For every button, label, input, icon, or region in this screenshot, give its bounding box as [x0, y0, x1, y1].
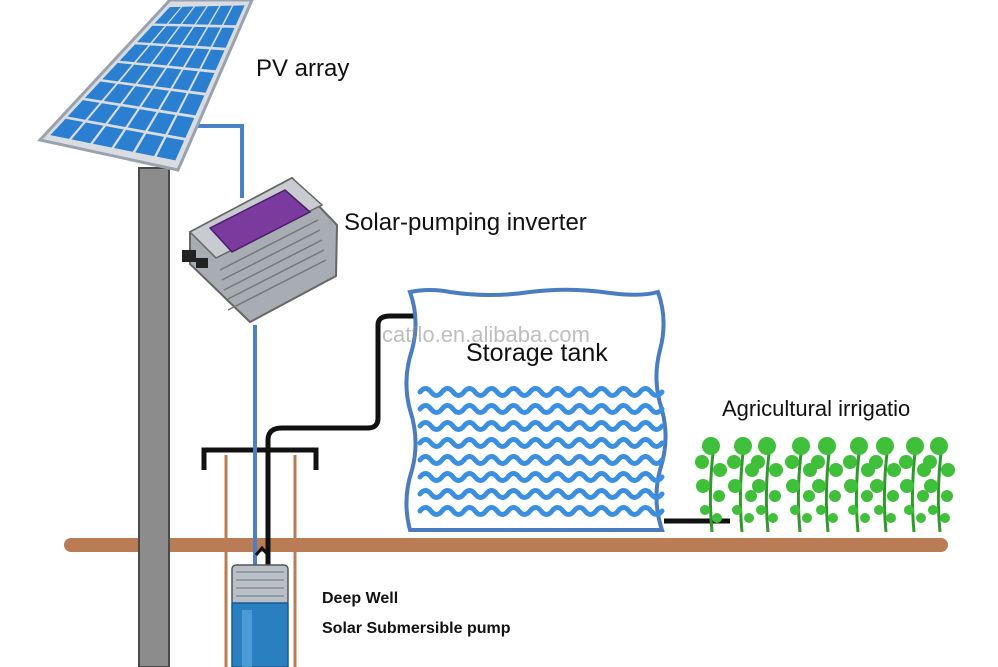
pump-label-line1: Deep Well — [322, 590, 399, 607]
watermark: catflo.en.alibaba.com — [382, 322, 590, 347]
water-wave — [417, 505, 665, 517]
panel-cell — [127, 109, 157, 131]
panel-cell — [103, 83, 134, 104]
crop-plant — [869, 437, 901, 533]
water-wave — [417, 403, 665, 415]
panel-cell — [147, 112, 176, 135]
panel-cell — [102, 62, 133, 82]
panel-cell — [137, 66, 166, 86]
pump-label-line2: Solar Submersible pump — [322, 620, 511, 637]
well-cap — [201, 447, 319, 470]
panel-cell — [209, 5, 232, 25]
panel-cell — [141, 88, 169, 110]
panel-cell — [155, 68, 182, 89]
panel-cell — [156, 137, 185, 161]
storage-tank — [404, 287, 668, 532]
water-wave — [417, 454, 665, 466]
storage-tank-label: Storage tank — [466, 339, 608, 367]
panel-cell — [152, 46, 179, 66]
solar-panel — [37, 0, 254, 172]
water-wave — [417, 386, 665, 398]
well-casing — [224, 455, 297, 667]
pv-array-label: PV array — [256, 55, 350, 82]
crop-plant — [899, 437, 931, 533]
panel-cell — [172, 69, 198, 91]
panel-cell — [114, 129, 144, 152]
panel-cell — [119, 44, 149, 63]
water-wave — [417, 488, 665, 500]
crop-plant — [727, 437, 759, 533]
panel-cell — [71, 122, 104, 144]
panel-cell — [92, 126, 124, 148]
panel-cell — [107, 106, 138, 127]
panel-cell — [50, 118, 84, 139]
ground-line — [64, 538, 948, 552]
mounting-pole — [138, 167, 170, 667]
inverter-label: Solar-pumping inverter — [344, 209, 587, 236]
panel-cell — [122, 86, 152, 107]
panel-cell — [85, 81, 116, 101]
panel-cell — [160, 91, 187, 113]
panel-cell — [87, 103, 119, 124]
panel-cells — [50, 5, 245, 161]
panel-cell — [184, 48, 210, 69]
panel-cell — [167, 26, 193, 45]
panel-cell — [201, 49, 225, 71]
water-wave — [417, 471, 665, 483]
panel-cell — [168, 47, 195, 68]
panel-cell — [154, 6, 181, 24]
inverter-unit — [182, 176, 339, 324]
panel-cell — [137, 25, 165, 43]
inverter-display-panel — [208, 189, 312, 253]
delivery-pipe — [265, 313, 424, 565]
water-wave — [417, 420, 665, 432]
panel-cell — [182, 6, 207, 25]
crop-plant — [923, 437, 955, 533]
crop-plant — [695, 437, 727, 533]
panel-cell — [135, 133, 165, 157]
panel-cell — [67, 100, 100, 120]
crop-plant — [843, 437, 875, 533]
panel-cell — [152, 26, 179, 44]
panel-cell — [167, 115, 195, 138]
panel-cell — [195, 5, 220, 25]
panel-cell — [223, 5, 245, 26]
panel-cell — [190, 71, 215, 93]
panel-cell — [168, 6, 194, 25]
submersible-pump — [231, 545, 289, 667]
crop-plant — [751, 437, 783, 533]
crop-plant — [785, 437, 817, 533]
panel-cell — [182, 26, 207, 46]
panel-cell — [178, 93, 205, 116]
irrigation-label: Agricultural irrigatio — [722, 396, 911, 421]
water-waves — [417, 386, 665, 517]
panel-cell — [212, 27, 235, 48]
water-wave — [417, 437, 665, 449]
panel-cell — [136, 45, 164, 64]
panel-cell — [119, 64, 149, 84]
crop-plant — [811, 437, 843, 533]
crop-plants — [695, 437, 955, 533]
panel-cell — [197, 27, 221, 47]
